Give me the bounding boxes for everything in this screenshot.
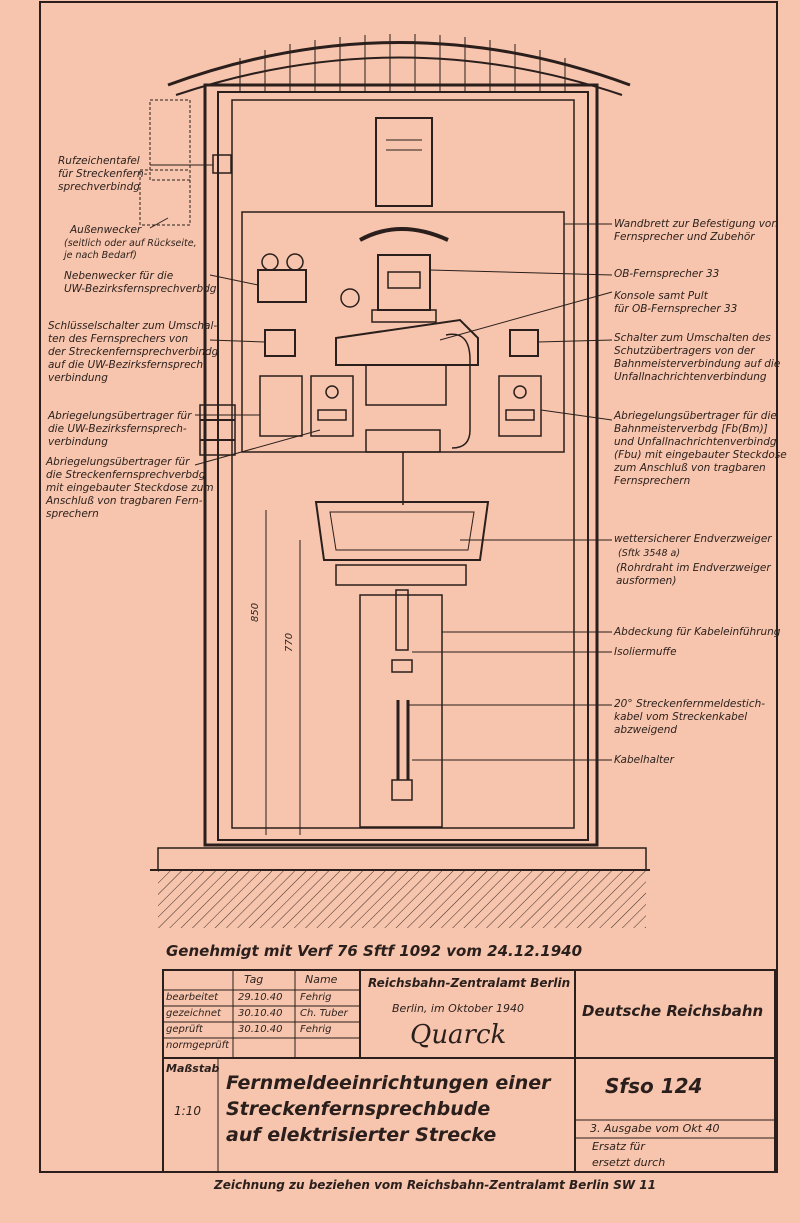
place-date: Berlin, im Oktober 1940 [392, 1002, 525, 1015]
dimension-outer-label: 850 [250, 603, 261, 622]
massstab-value: 1:10 [174, 1104, 201, 1118]
weatherproof-distributor [314, 501, 490, 561]
label-schluesselschalter: Schlüsselschalter zum Umschal- ten des F… [48, 320, 219, 384]
row-date: 30.10.40 [238, 1024, 283, 1035]
console [335, 318, 479, 366]
label-abriegelung-uw: Abriegelungsübertrager für die UW-Bezirk… [48, 410, 192, 448]
leader-lines [149, 164, 776, 1173]
label-kabelhalter: Kabelhalter [614, 754, 674, 766]
label-rohrdraht: (Rohrdraht im Endverzweiger ausformen) [616, 562, 771, 587]
drawing-title: Fernmeldeeinrichtungen einer Streckenfer… [226, 1072, 551, 1146]
row-date: 29.10.40 [238, 992, 283, 1003]
drawing-number: Sfso 124 [605, 1074, 703, 1098]
row-name: Fehrig [300, 992, 332, 1003]
wall-board [241, 211, 565, 453]
call-sign-board [375, 117, 433, 207]
roof-arc [167, 41, 631, 87]
label-abdeckung: Abdeckung für Kabeleinführung [614, 626, 781, 638]
extension-bell [257, 269, 307, 303]
label-isoliermuffe: Isoliermuffe [614, 646, 677, 658]
massstab-label: Maßstab [166, 1062, 220, 1075]
row-role: normgeprüft [166, 1040, 230, 1051]
row-role: bearbeitet [166, 992, 219, 1003]
label-endverzweiger: wettersicherer Endverzweiger [614, 533, 772, 545]
ob-telephone [377, 254, 431, 311]
label-abriegelung-strecke: Abriegelungsübertrager für die Streckenf… [46, 456, 214, 520]
col-name-header: Name [305, 973, 338, 986]
label-abriegelung-bahnmeister: Abriegelungsübertrager für die Bahnmeist… [614, 410, 787, 487]
roof-arc-inner [175, 56, 623, 96]
label-aussenwecker: Außenwecker [70, 224, 142, 236]
approval-line: Genehmigt mit Verf 76 Sftf 1092 vom 24.1… [166, 942, 583, 960]
cable-cover [359, 594, 443, 828]
office: Reichsbahn-Zentralamt Berlin [368, 976, 571, 990]
row-date: 30.10.40 [238, 1008, 283, 1019]
label-schalter-schutz: Schalter zum Umschalten des Schutzübertr… [614, 332, 781, 383]
row-name: Fehrig [300, 1024, 332, 1035]
ersatz-fuer: Ersatz für [592, 1140, 645, 1153]
ground-hatching [158, 870, 646, 928]
booth-frame [203, 83, 599, 847]
telephone-handset [359, 227, 449, 242]
dimension-inner-label: 770 [284, 633, 295, 652]
label-konsole: Konsole samt Pult für OB-Fernsprecher 33 [614, 290, 738, 315]
label-rufzeichentafel: Rufzeichentafel für Streckenfern- sprech… [58, 155, 148, 193]
footer-note: Zeichnung zu beziehen vom Reichsbahn-Zen… [214, 1178, 656, 1192]
ersetzt-durch: ersetzt durch [592, 1156, 666, 1169]
edition: 3. Ausgabe vom Okt 40 [590, 1122, 720, 1135]
row-role: gezeichnet [166, 1008, 221, 1019]
label-stichkabel: 20° Streckenfernmeldestich- kabel vom St… [614, 698, 766, 736]
company: Deutsche Reichsbahn [582, 1002, 764, 1020]
row-role: geprüft [166, 1024, 203, 1035]
label-aussenwecker-note: (seitlich oder auf Rückseite, je nach Be… [64, 238, 197, 261]
label-endverzweiger-note: (Sftk 3548 a) [618, 548, 681, 559]
booth-structure [139, 34, 650, 928]
col-tag-header: Tag [244, 973, 264, 986]
label-wandbrett: Wandbrett zur Befestigung von Fernsprech… [614, 218, 778, 243]
signature: Quarck [410, 1020, 507, 1050]
label-nebenwecker: Nebenwecker für die UW-Bezirksfernsprech… [64, 270, 217, 295]
label-ob-fernsprecher: OB-Fernsprecher 33 [614, 268, 720, 280]
row-name: Ch. Tuber [300, 1008, 348, 1019]
